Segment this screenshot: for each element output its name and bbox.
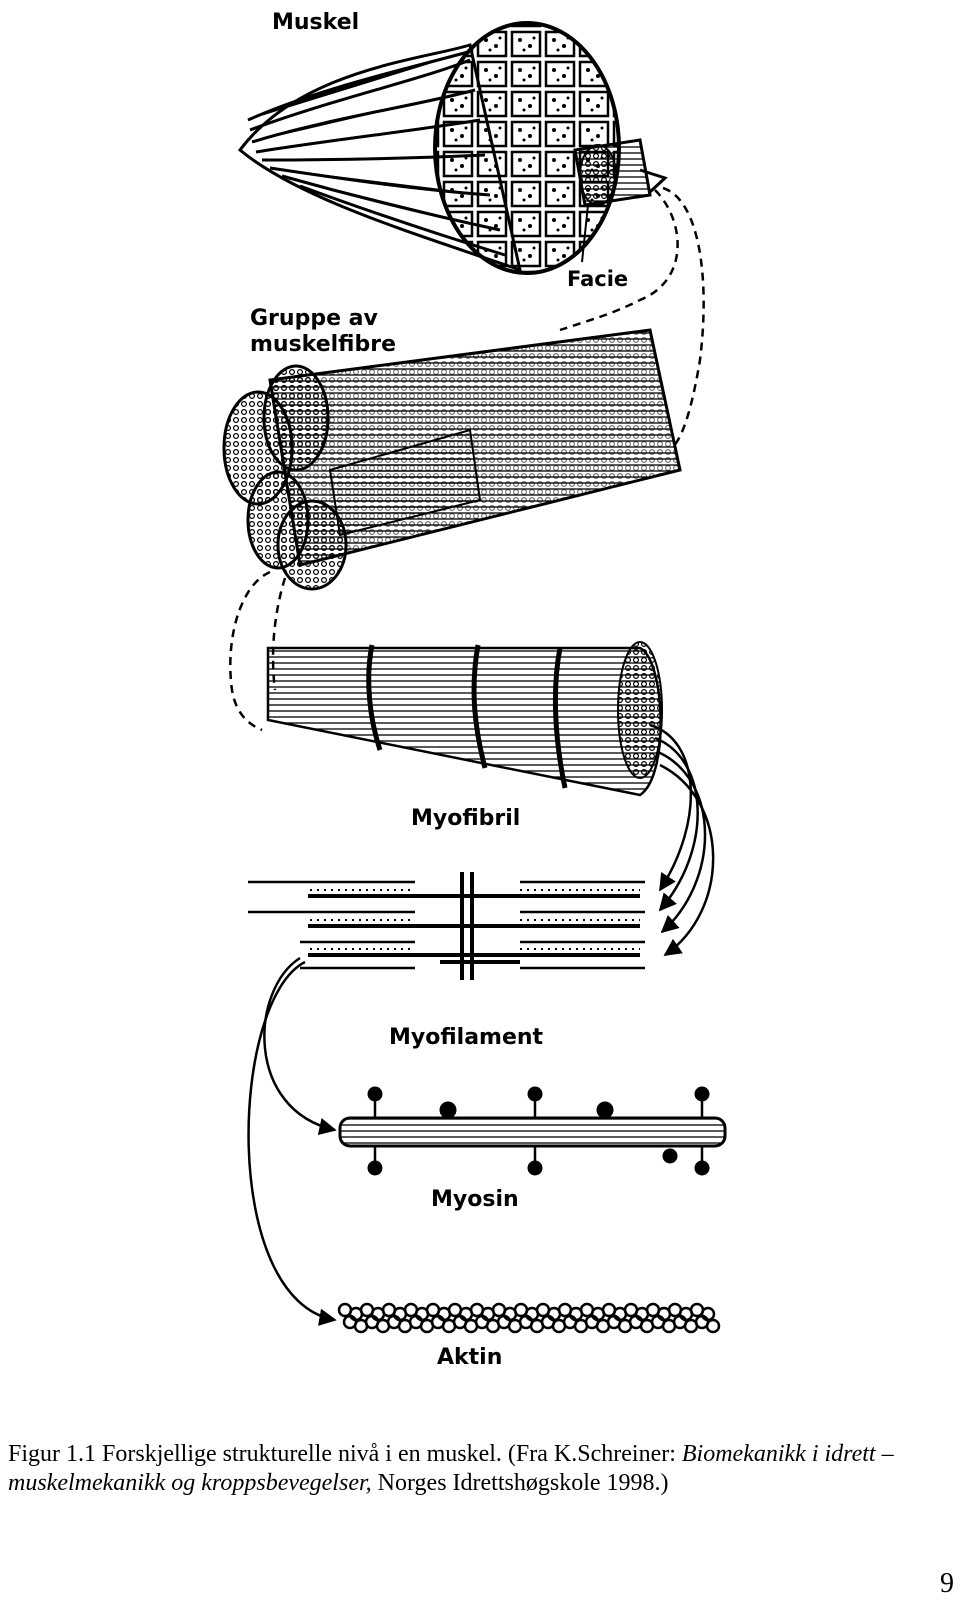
- label-facie: Facie: [567, 267, 629, 291]
- myosin-aktin-arrows: [247, 956, 337, 1326]
- page-number: 9: [940, 1568, 954, 1599]
- caption-text-start: Figur 1.1 Forskjellige strukturelle nivå…: [8, 1441, 682, 1467]
- figure-caption: Figur 1.1 Forskjellige strukturelle nivå…: [8, 1440, 956, 1498]
- myofibril-drawing: [266, 641, 663, 797]
- fibre-group-drawing: [222, 328, 682, 591]
- actin-bead: [700, 1306, 716, 1322]
- actin-drawing: [337, 1302, 721, 1334]
- caption-text-end: Norges Idrettshøgskole 1998.): [371, 1470, 669, 1496]
- label-myofilament: Myofilament: [389, 1025, 544, 1050]
- actin-bead: [705, 1318, 721, 1334]
- caption-book-title: Biomekanikk i idrett – muskelmekanikk og…: [8, 1441, 894, 1496]
- muscle-illustration: [222, 21, 727, 1334]
- label-muskel: Muskel: [272, 10, 360, 35]
- myofilament-drawing: [248, 872, 645, 980]
- label-aktin: Aktin: [437, 1345, 503, 1370]
- label-myosin: Myosin: [431, 1187, 519, 1212]
- label-myofibril: Myofibril: [411, 806, 521, 831]
- label-gruppe-av-muskelfibre: Gruppe av muskelfibre: [250, 306, 397, 357]
- muscle-structure-figure: Muskel Facie Gruppe av muskelfibre Myofi…: [222, 10, 727, 1370]
- myosin-drawing: [338, 1086, 727, 1176]
- myofibril-arrows: [649, 723, 715, 957]
- muscle-drawing: [237, 21, 668, 275]
